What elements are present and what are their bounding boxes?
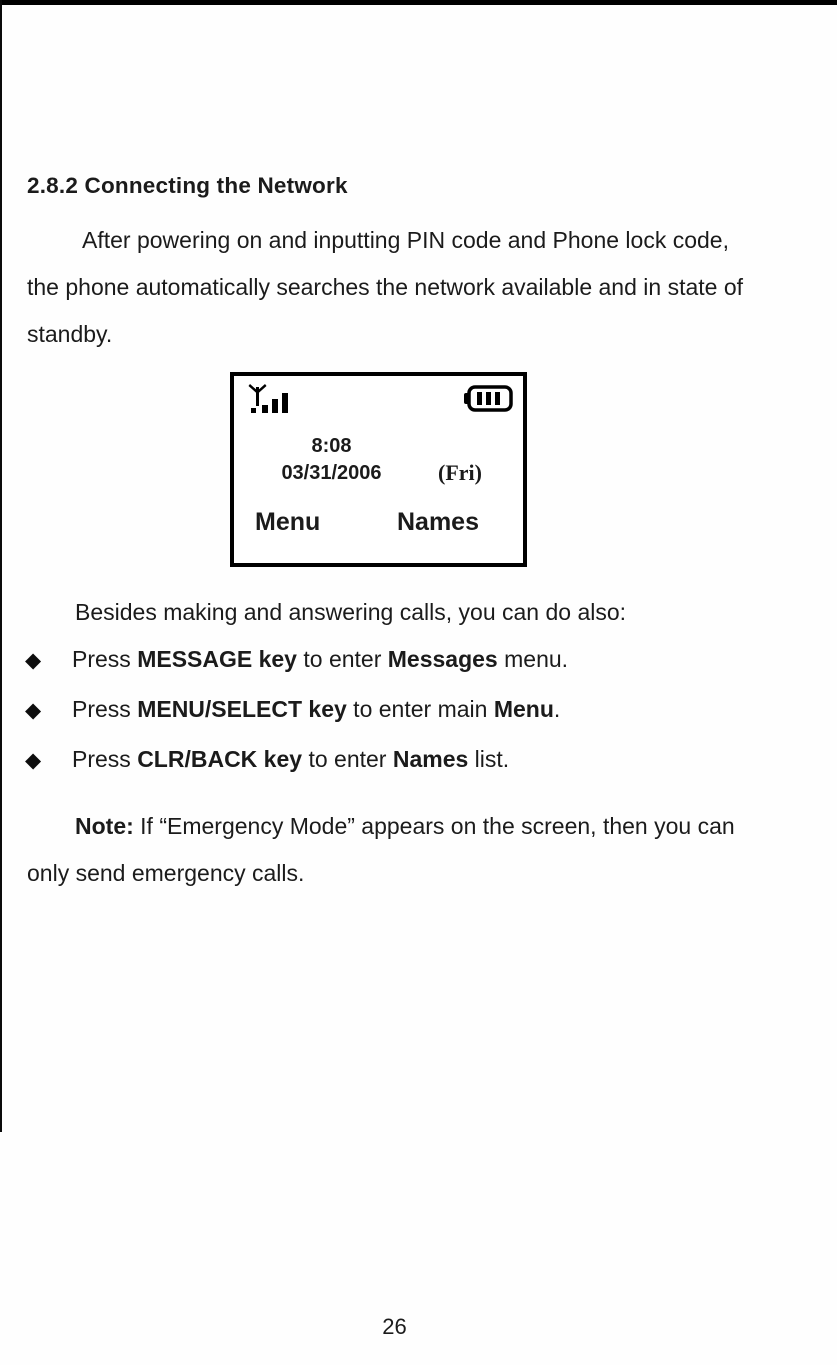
screen-datetime: 8:08 03/31/2006 [264,433,399,487]
note-line-1: Note: If “Emergency Mode” appears on the… [75,813,735,839]
intro-line-1: After powering on and inputting PIN code… [82,227,729,253]
list-item-clr-back-key: ◆ Press CLR/BACK key to enter Names list… [25,746,810,774]
page-number: 26 [382,1314,407,1339]
battery-level-icon [463,385,513,417]
intro-line-2: the phone automatically searches the net… [27,274,743,300]
diamond-bullet-icon: ◆ [25,749,42,772]
screen-time: 8:08 [311,435,352,457]
list-item-text: Press MENU/SELECT key to enter main Menu… [72,696,561,722]
scan-top-edge-bar [0,0,837,5]
screen-weekday: (Fri) [438,460,482,485]
list-item-text: Press MESSAGE key to enter Messages menu… [72,646,569,672]
screen-softkeys: Menu Names [234,508,523,537]
note-line-2: only send emergency calls. [27,860,305,886]
intro-line-3: standby. [27,321,113,347]
signal-strength-icon [248,383,298,421]
screen-date: 03/31/2006 [281,462,382,484]
manual-page: 2.8.2 Connecting the Network After power… [25,173,810,897]
diamond-bullet-icon: ◆ [25,699,42,722]
scan-left-edge-line [0,0,2,1132]
intro-paragraph: After powering on and inputting PIN code… [27,217,810,358]
note-label: Note: [75,813,134,839]
list-item-text: Press CLR/BACK key to enter Names list. [72,746,510,772]
besides-line: Besides making and answering calls, you … [75,599,627,625]
softkey-names-label: Names [397,508,479,536]
list-item-menu-select-key: ◆ Press MENU/SELECT key to enter main Me… [25,696,810,724]
list-item-message-key: ◆ Press MESSAGE key to enter Messages me… [25,646,810,674]
softkey-menu-label: Menu [255,508,321,536]
note-paragraph: Note: If “Emergency Mode” appears on the… [27,803,810,897]
diamond-bullet-icon: ◆ [25,649,42,672]
section-heading: 2.8.2 Connecting the Network [27,173,348,198]
phone-screen-illustration: 8:08 03/31/2006 (Fri) Menu Names [230,372,527,567]
key-actions-list: ◆ Press MESSAGE key to enter Messages me… [25,646,810,774]
